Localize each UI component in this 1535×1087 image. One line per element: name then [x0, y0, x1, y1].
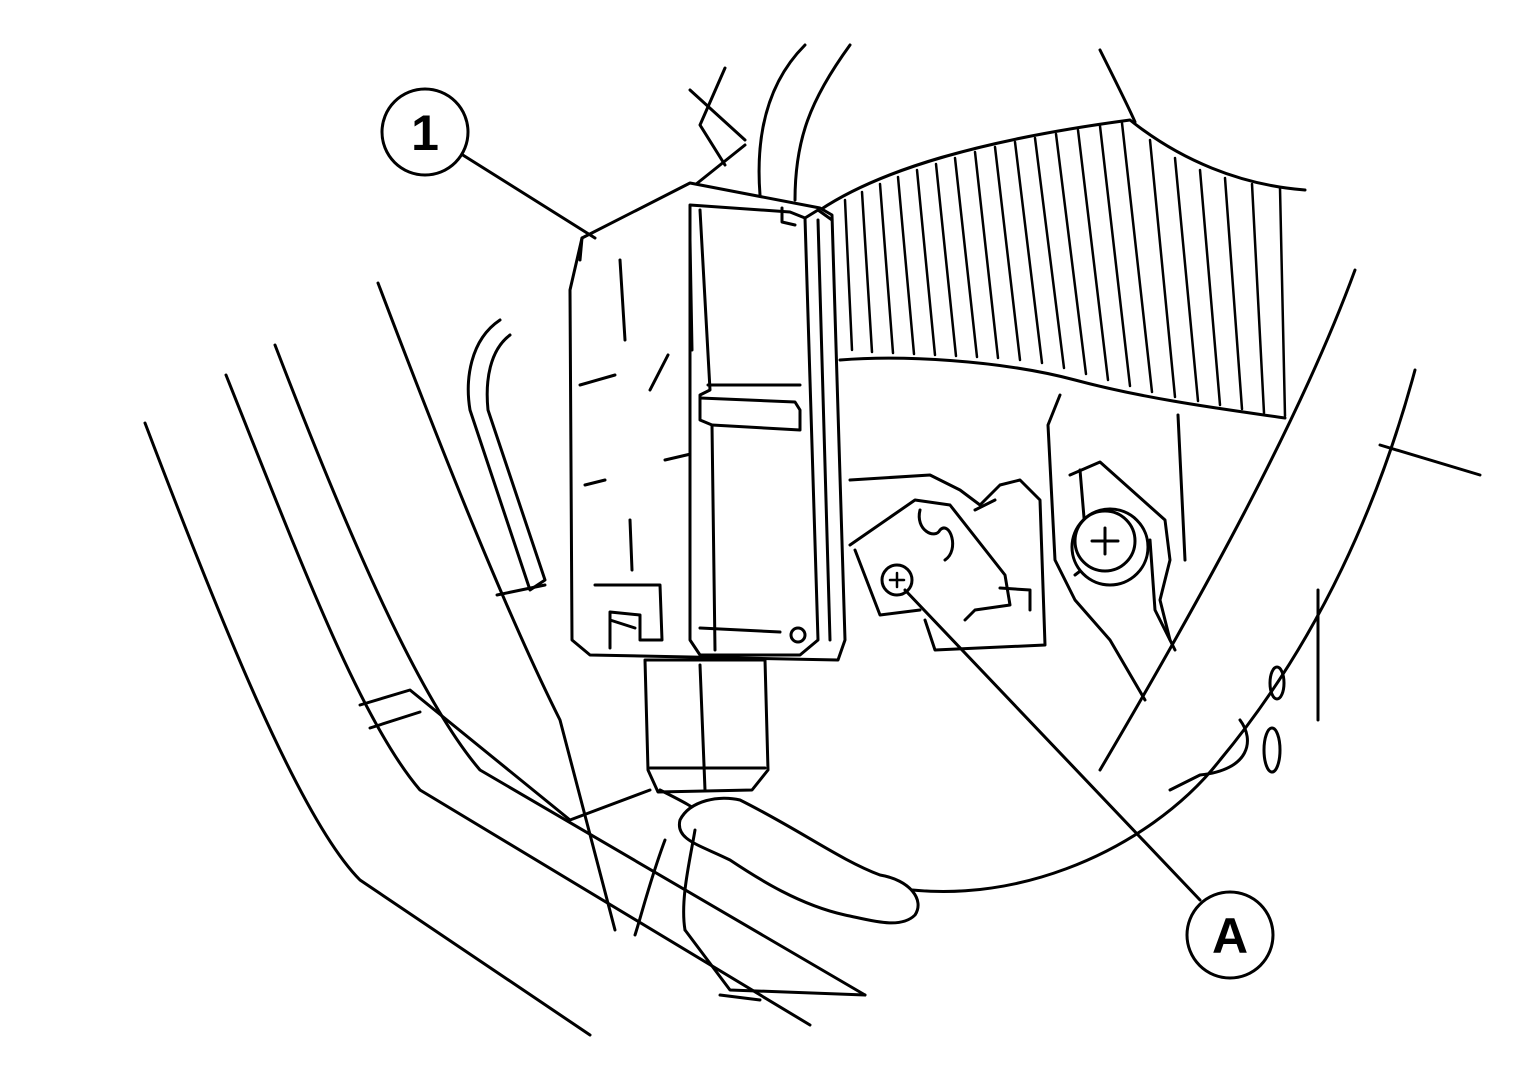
mounting-bracket — [466, 318, 547, 597]
callout-a: A — [1185, 890, 1275, 980]
ribbed-air-duct — [818, 48, 1307, 420]
screw-icon — [880, 563, 914, 597]
center-bracket — [848, 473, 1047, 652]
callout-1: 1 — [380, 87, 470, 177]
steering-column-cover — [858, 268, 1482, 894]
control-module — [568, 181, 847, 662]
leader-lines — [456, 150, 1202, 902]
floor-panel-lines — [143, 281, 867, 1037]
wire-harness-top — [688, 43, 852, 202]
hex-bolt-icon — [1070, 507, 1150, 587]
harness-connector — [643, 658, 770, 817]
wire-harness-bottom — [633, 796, 920, 1002]
callout-1-label: 1 — [411, 105, 439, 161]
callout-a-label: A — [1212, 908, 1248, 964]
